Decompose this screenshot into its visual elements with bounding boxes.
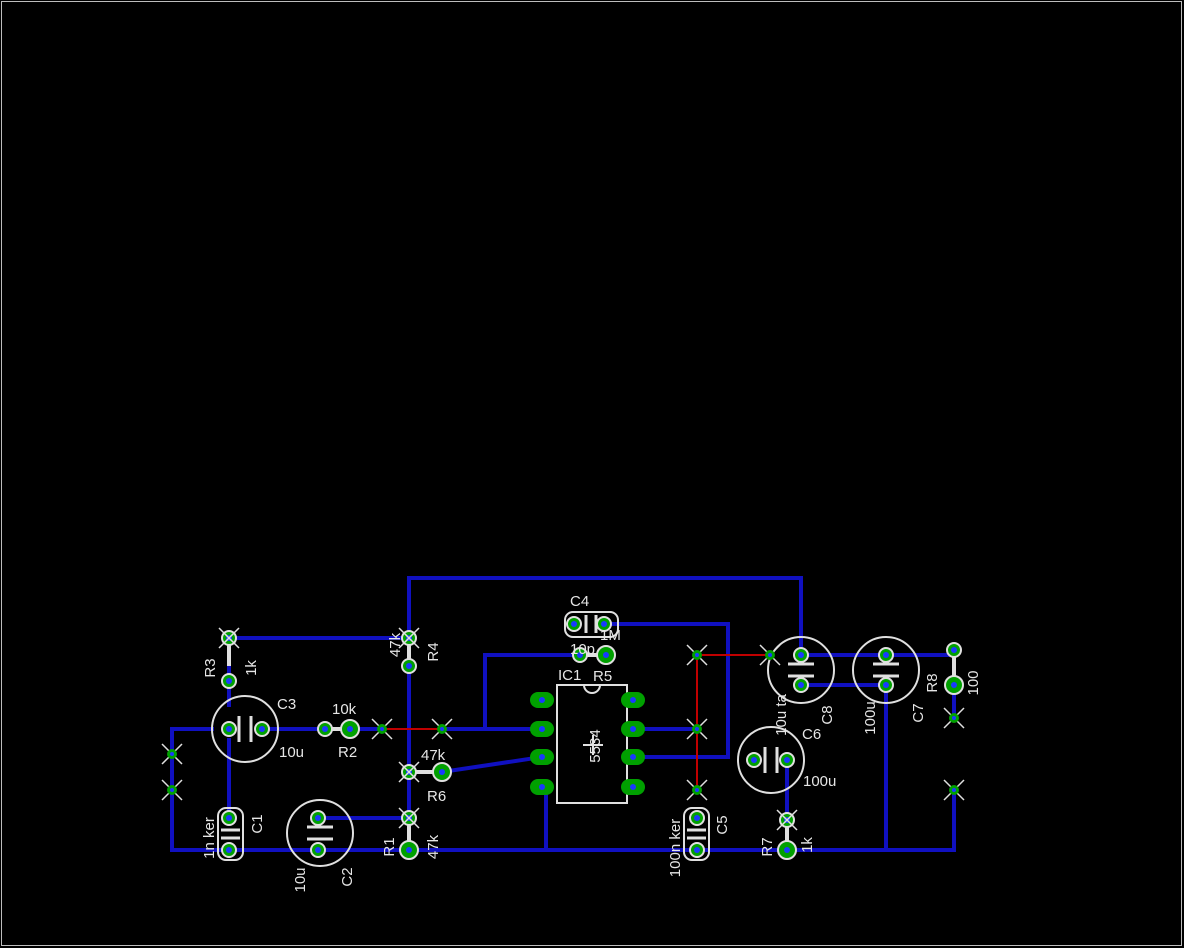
c3-label: C3	[277, 696, 296, 713]
c3-value-label: 10u	[279, 744, 304, 761]
r6-label: R6	[427, 788, 446, 805]
vias[interactable]	[161, 627, 965, 831]
r1-label: R1	[381, 837, 398, 856]
r8-label: R8	[924, 673, 941, 692]
c4-label: C4	[570, 593, 589, 610]
c7-value-label: 100u	[862, 701, 879, 734]
c4-value-label: 10p	[570, 641, 595, 658]
trace-ic-loop	[483, 653, 582, 731]
r7-value-label: 1k	[799, 837, 816, 853]
c6-value-label: 100u	[803, 773, 836, 790]
c5-label: C5	[714, 815, 731, 834]
c1-label: C1	[249, 814, 266, 833]
r5-label: R5	[593, 668, 612, 685]
r6-value-label: 47k	[421, 747, 446, 764]
top-traces	[382, 654, 770, 790]
c5-value-label: 100n ker	[667, 819, 684, 877]
r3-value-label: 1k	[243, 660, 260, 676]
r5-value-label: 1M	[600, 627, 621, 644]
c1-outline	[217, 807, 244, 861]
r2-label: R2	[338, 744, 357, 761]
r7-label: R7	[759, 837, 776, 856]
pads[interactable]	[221, 616, 964, 860]
c6-label: C6	[802, 726, 821, 743]
trace-r6-ic	[439, 754, 545, 775]
c8-value-label: 10u ta	[773, 693, 790, 735]
r2-value-label: 10k	[332, 701, 357, 718]
r1-value-label: 47k	[425, 834, 442, 859]
r4-label: R4	[425, 642, 442, 661]
pad-drills	[226, 621, 957, 853]
c5-outline	[683, 807, 710, 861]
c3-outline	[211, 695, 279, 763]
c7-label: C7	[910, 703, 927, 722]
r8-value-label: 100	[965, 670, 982, 695]
ic1-notch	[583, 684, 601, 694]
c1-value-label: 1n ker	[201, 817, 218, 859]
bottom-traces	[170, 576, 956, 852]
trace-c4-right	[602, 622, 730, 759]
c8-outline	[767, 636, 835, 704]
c2-value-label: 10u	[292, 867, 309, 892]
ic1-outline	[556, 684, 628, 804]
component-labels: C4 10p 1M R5 IC1 5534 R4 47k R3 1k C3 10…	[201, 593, 982, 893]
c7-outline	[852, 636, 920, 704]
ic1-label: IC1	[558, 667, 581, 684]
ic1-value-label: 5534	[587, 729, 604, 762]
c8-label: C8	[819, 705, 836, 724]
c4-outline	[564, 611, 619, 638]
r3-label: R3	[202, 658, 219, 677]
c6-outline	[737, 726, 805, 794]
r4-value-label: 47k	[387, 632, 404, 657]
c2-outline	[286, 799, 354, 867]
c2-label: C2	[339, 867, 356, 886]
trace-top-loop	[407, 576, 803, 652]
